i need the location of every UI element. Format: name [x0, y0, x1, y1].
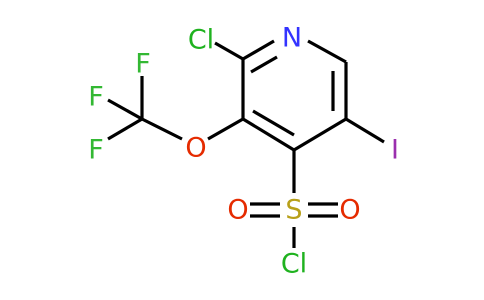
atom-f-top: F: [135, 49, 151, 80]
bond-c2-cl: [214, 41, 244, 61]
atom-cl-ring: Cl: [188, 25, 214, 56]
atom-o-right: O: [339, 195, 360, 226]
bond-c-f2: [107, 98, 143, 121]
atom-n: N: [282, 23, 302, 54]
bond-c5-i: [345, 117, 385, 144]
atom-f-middle: F: [88, 82, 104, 113]
atom-labels: Cl N O F F F I S O O Cl: [88, 23, 399, 280]
bond-c2-n-inner: [250, 55, 278, 74]
bond-o-cf3: [141, 117, 183, 141]
bond-c3-o: [207, 117, 244, 141]
bond-c-f3: [107, 117, 143, 141]
bond-c4-c3: [242, 117, 295, 152]
bond-n-c6: [307, 39, 347, 64]
bond-c2-n: [242, 39, 275, 61]
bonds: [107, 39, 385, 248]
atom-cl-sulfonyl: Cl: [281, 249, 307, 280]
bond-c4-c3-inner: [252, 109, 295, 137]
atom-i: I: [391, 135, 399, 166]
bond-c5-c4: [293, 117, 347, 152]
atom-s: S: [285, 195, 302, 226]
atom-o-ether: O: [185, 133, 206, 164]
atom-o-left: O: [227, 195, 248, 226]
atom-f-bottom: F: [88, 135, 104, 166]
